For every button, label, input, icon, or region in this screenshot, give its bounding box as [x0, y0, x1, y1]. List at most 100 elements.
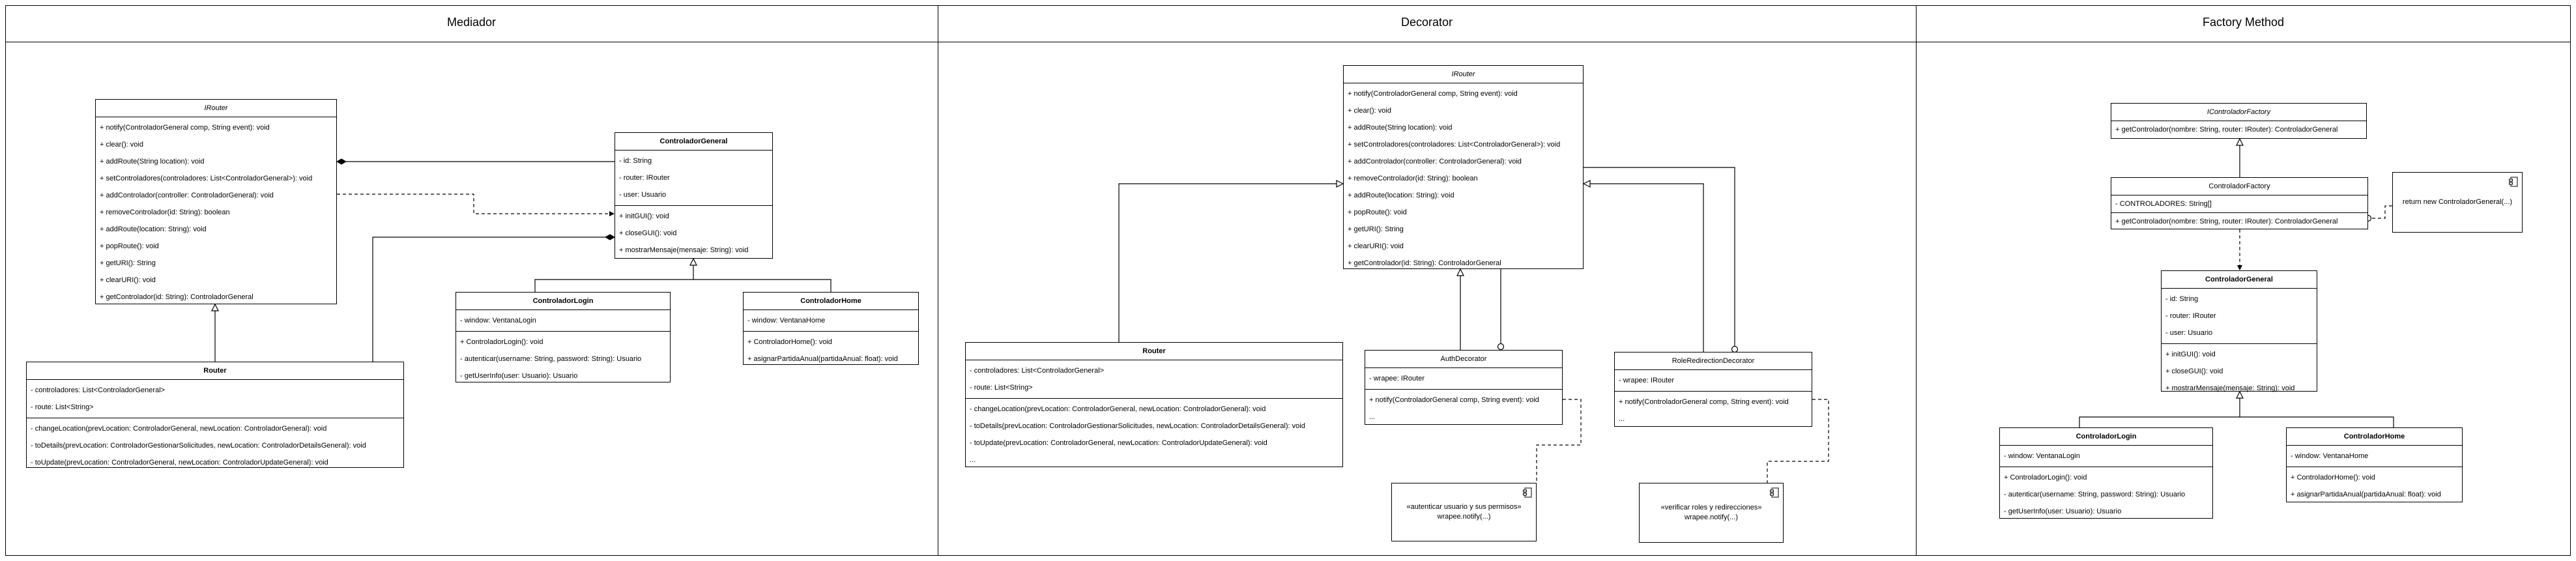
method-row: + notify(ControladorGeneral comp, String…: [1369, 396, 1539, 404]
method-row: + clearURI(): void: [1348, 242, 1404, 250]
class-name: RoleRedirectionDecorator: [1615, 352, 1812, 370]
edge-cf-note: [2372, 205, 2392, 219]
method-row: + notify(ControladorGeneral comp, String…: [1348, 90, 1518, 98]
method-row: + ControladorLogin(): void: [460, 338, 543, 346]
note-line: «verificar roles y redirecciones»: [1660, 504, 1762, 511]
class-controladorgeneral-factory[interactable]: ControladorGeneral - id: String - router…: [2161, 270, 2317, 392]
provided-interface-circle: [1497, 343, 1505, 351]
method-row: + asignarPartidaAnual(partidaAnual: floa…: [747, 355, 898, 363]
method-row: + popRoute(): void: [1348, 209, 1407, 216]
method-row: + closeGUI(): void: [2165, 367, 2223, 375]
method-row: + notify(ControladorGeneral comp, String…: [100, 124, 270, 132]
method-row: + notify(ControladorGeneral comp, String…: [1619, 398, 1789, 406]
class-name: Router: [27, 362, 403, 380]
method-row: + addRoute(location: String): void: [1348, 192, 1454, 199]
field-row: - route: List<String>: [31, 403, 94, 411]
field-row: - window: VentanaHome: [2291, 452, 2369, 460]
class-name: ControladorGeneral: [615, 133, 772, 151]
method-row: + addControlador(controller: Controlador…: [1348, 158, 1522, 165]
method-row: - autenticar(username: String, password:…: [460, 355, 642, 363]
field-row: - controladores: List<ControladorGeneral…: [31, 386, 166, 394]
edge-router-implements-irouter-dec: [1118, 184, 1343, 342]
method-row: + popRoute(): void: [100, 242, 159, 250]
method-row: + ControladorLogin(): void: [2004, 474, 2087, 482]
edge-irouter-dependency-general: [337, 194, 615, 216]
class-irouter-decorator[interactable]: IRouter + notify(ControladorGeneral comp…: [1343, 65, 1584, 269]
class-controladorhome-mediador[interactable]: ControladorHome - window: VentanaHome + …: [743, 292, 919, 365]
method-row: + mostrarMensaje(mensaje: String): void: [2165, 384, 2295, 392]
method-row: ...: [1619, 415, 1625, 423]
method-row: + clear(): void: [1348, 107, 1391, 115]
method-row: - changeLocation(prevLocation: Controlad…: [970, 405, 1266, 413]
method-row: - autenticar(username: String, password:…: [2004, 491, 2186, 498]
diagram-frame: [5, 5, 2571, 556]
class-name: ControladorHome: [744, 293, 918, 310]
method-row: + setControladores(controladores: List<C…: [1348, 141, 1561, 149]
class-name: AuthDecorator: [1365, 351, 1562, 368]
field-row: - window: VentanaLogin: [460, 317, 536, 324]
method-row: + initGUI(): void: [619, 212, 669, 220]
component-icon: [2509, 177, 2518, 187]
section-title-decorator: Decorator: [1400, 16, 1453, 29]
class-name: ControladorLogin: [2000, 428, 2212, 446]
edge-home-inherits-general: [693, 279, 832, 292]
method-row: - changeLocation(prevLocation: Controlad…: [31, 425, 327, 433]
method-row: + removeControlador(id: String): boolean: [100, 209, 230, 216]
note-auth-decorator: «autenticar usuario y sus permisos» wrap…: [1391, 483, 1537, 541]
field-row: - router: IRouter: [2165, 312, 2216, 320]
class-name: ControladorFactory: [2111, 178, 2367, 195]
method-row: + getControlador(id: String): Controlado…: [100, 293, 253, 301]
class-roleredirectiondecorator[interactable]: RoleRedirectionDecorator - wrapee: IRout…: [1614, 352, 1812, 427]
method-row: + getURI(): String: [100, 259, 156, 267]
class-name: IRouter: [1344, 66, 1583, 83]
edge-auth-note: [1536, 399, 1582, 483]
note-line: «autenticar usuario y sus permisos»: [1406, 503, 1522, 511]
method-row: + getControlador(nombre: String, router:…: [2115, 126, 2338, 134]
class-authdecorator[interactable]: AuthDecorator - wrapee: IRouter + notify…: [1365, 350, 1563, 425]
method-row: - toUpdate(prevLocation: ControladorGene…: [31, 459, 328, 467]
class-name: IControladorFactory: [2111, 104, 2366, 121]
field-row: - id: String: [619, 157, 652, 165]
note-line: wrapee.notify(...): [1685, 513, 1738, 521]
section-divider: [1916, 5, 1917, 556]
class-controladorlogin-mediador[interactable]: ControladorLogin - window: VentanaLogin …: [456, 292, 671, 382]
method-row: ...: [1369, 413, 1376, 421]
method-row: + setControladores(controladores: List<C…: [100, 175, 313, 182]
section-title-factory: Factory Method: [2202, 16, 2285, 29]
class-controladorhome-factory[interactable]: ControladorHome - window: VentanaHome + …: [2286, 427, 2463, 502]
class-icontroladorfactory[interactable]: IControladorFactory + getControlador(nom…: [2111, 103, 2367, 139]
class-controladorfactory[interactable]: ControladorFactory - CONTROLADORES: Stri…: [2111, 177, 2368, 229]
method-row: + addControlador(controller: Controlador…: [100, 192, 274, 199]
note-factory: return new ControladorGeneral(...): [2392, 172, 2523, 233]
edge-fac-login-inherits-general: [2079, 392, 2240, 427]
edge-login-inherits-general: [534, 259, 693, 292]
method-row: + clearURI(): void: [100, 276, 156, 284]
field-row: - window: VentanaLogin: [2004, 452, 2080, 460]
field-row: - id: String: [2165, 295, 2199, 303]
class-irouter-mediador[interactable]: IRouter + notify(ControladorGeneral comp…: [95, 99, 337, 304]
field-row: - user: Usuario: [619, 191, 667, 199]
method-row: + ControladorHome(): void: [747, 338, 832, 346]
method-row: + clear(): void: [100, 141, 143, 149]
field-row: - wrapee: IRouter: [1369, 375, 1425, 382]
method-row: + getControlador(nombre: String, router:…: [2115, 218, 2338, 225]
class-router-decorator[interactable]: Router - controladores: List<Controlador…: [965, 342, 1343, 467]
edge-fac-home-inherits-general: [2240, 416, 2394, 427]
class-controladorgeneral-mediador[interactable]: ControladorGeneral - id: String - router…: [615, 132, 773, 259]
method-row: + addRoute(String location): void: [1348, 124, 1453, 132]
method-row: + getURI(): String: [1348, 225, 1404, 233]
component-icon: [1770, 487, 1779, 498]
method-row: + getControlador(id: String): Controlado…: [1348, 259, 1501, 267]
method-row: + mostrarMensaje(mensaje: String): void: [619, 246, 749, 254]
class-controladorlogin-factory[interactable]: ControladorLogin - window: VentanaLogin …: [1999, 427, 2213, 519]
method-row: - getUserInfo(user: Usuario): Usuario: [2004, 508, 2122, 515]
class-router-mediador[interactable]: Router - controladores: List<Controlador…: [26, 362, 404, 468]
method-row: + addRoute(location: String): void: [100, 225, 207, 233]
component-icon: [1523, 487, 1532, 498]
edge-role-wraps-irouter: [1584, 167, 1735, 349]
field-row: - window: VentanaHome: [747, 317, 826, 324]
field-row: - route: List<String>: [970, 384, 1033, 392]
method-row: - toDetails(prevLocation: ControladorGes…: [31, 442, 366, 450]
method-row: ...: [970, 456, 976, 464]
